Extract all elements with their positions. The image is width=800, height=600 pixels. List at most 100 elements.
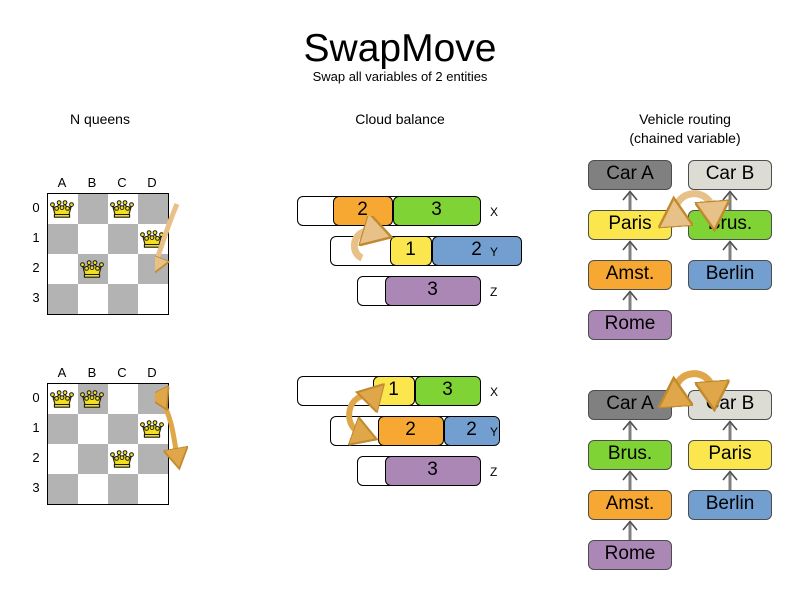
section-title-nqueens: N queens xyxy=(70,111,130,127)
vrp-node-brus-after[interactable]: Brus. xyxy=(588,440,672,470)
chess-cell-D2[interactable] xyxy=(138,254,168,284)
vrp-node-paris-after[interactable]: Paris xyxy=(688,440,772,470)
chess-cell-C2[interactable] xyxy=(108,444,138,474)
chess-cell-A1[interactable] xyxy=(48,224,78,254)
chess-cell-D1[interactable] xyxy=(138,224,168,254)
chess-cell-B2[interactable] xyxy=(78,254,108,284)
file-label-B: B xyxy=(87,365,97,380)
vrp-node-carb-after[interactable]: Car B xyxy=(688,390,772,420)
chess-cell-A1[interactable] xyxy=(48,414,78,444)
chess-cell-A0[interactable] xyxy=(48,384,78,414)
swap-arrow-queens-after xyxy=(155,382,265,492)
rank-label-1: 1 xyxy=(32,420,40,435)
cloud-computer-z-before[interactable]: 3 xyxy=(357,276,481,306)
cloud-process-x-2-after[interactable]: 3 xyxy=(414,377,480,405)
chess-cell-C3[interactable] xyxy=(108,284,138,314)
chess-cell-D3[interactable] xyxy=(138,284,168,314)
vrp-node-brus-before[interactable]: Brus. xyxy=(688,210,772,240)
vrp-chain-link-after-a-2 xyxy=(622,520,638,540)
chess-cell-C3[interactable] xyxy=(108,474,138,504)
cloud-process-y-1-before[interactable]: 1 xyxy=(389,237,432,265)
chess-cell-A3[interactable] xyxy=(48,284,78,314)
chess-cell-A0[interactable] xyxy=(48,194,78,224)
chess-cell-A2[interactable] xyxy=(48,444,78,474)
vrp-chain-link-after-a-0 xyxy=(622,420,638,440)
vrp-chain-link-after-a-1 xyxy=(622,470,638,490)
file-label-B: B xyxy=(87,175,97,190)
vrp-node-berlin-after[interactable]: Berlin xyxy=(688,490,772,520)
chess-cell-B0[interactable] xyxy=(78,384,108,414)
cloud-row-label-x-after: X xyxy=(490,385,499,399)
chess-cell-C1[interactable] xyxy=(108,224,138,254)
vrp-chain-link-before-b-1 xyxy=(722,240,738,260)
cloud-process-x-2-before[interactable]: 3 xyxy=(392,197,480,225)
chess-grid xyxy=(47,383,169,505)
cloud-process-y-1-after[interactable]: 2 xyxy=(377,417,444,445)
file-label-D: D xyxy=(147,365,157,380)
rank-label-3: 3 xyxy=(32,480,40,495)
chess-cell-D0[interactable] xyxy=(138,384,168,414)
page-title: SwapMove xyxy=(303,27,497,70)
vrp-node-cara-before[interactable]: Car A xyxy=(588,160,672,190)
chess-cell-D0[interactable] xyxy=(138,194,168,224)
vrp-node-berlin-before[interactable]: Berlin xyxy=(688,260,772,290)
cloud-process-x-1-after[interactable]: 1 xyxy=(372,377,415,405)
vrp-node-rome-before[interactable]: Rome xyxy=(588,310,672,340)
file-label-C: C xyxy=(117,365,127,380)
vrp-chain-link-before-a-1 xyxy=(622,240,638,260)
chess-cell-B1[interactable] xyxy=(78,224,108,254)
rank-label-2: 2 xyxy=(32,260,40,275)
rank-label-3: 3 xyxy=(32,290,40,305)
vrp-chain-link-before-a-0 xyxy=(622,190,638,210)
cloud-process-y-2-after[interactable]: 2 xyxy=(443,417,499,445)
vrp-node-carb-before[interactable]: Car B xyxy=(688,160,772,190)
chess-cell-C0[interactable] xyxy=(108,384,138,414)
file-label-A: A xyxy=(57,365,67,380)
cloud-row-label-z-after: Z xyxy=(490,465,498,479)
page-subtitle: Swap all variables of 2 entities xyxy=(312,69,488,84)
vrp-node-cara-after[interactable]: Car A xyxy=(588,390,672,420)
cloud-row-label-y-before: Y xyxy=(490,245,499,259)
chess-cell-B3[interactable] xyxy=(78,284,108,314)
chess-cell-A3[interactable] xyxy=(48,474,78,504)
swap-arrow-queens-before xyxy=(155,203,180,302)
vrp-title-line2: (chained variable) xyxy=(629,130,741,146)
file-label-A: A xyxy=(57,175,67,190)
vrp-node-amst-before[interactable]: Amst. xyxy=(588,260,672,290)
chess-cell-D3[interactable] xyxy=(138,474,168,504)
vrp-chain-link-before-a-2 xyxy=(622,290,638,310)
file-label-D: D xyxy=(147,175,157,190)
chess-cell-B1[interactable] xyxy=(78,414,108,444)
chess-cell-D2[interactable] xyxy=(138,444,168,474)
vrp-node-rome-after[interactable]: Rome xyxy=(588,540,672,570)
cloud-row-label-y-after: Y xyxy=(490,425,499,439)
vrp-chain-link-after-b-0 xyxy=(722,420,738,440)
vrp-node-paris-before[interactable]: Paris xyxy=(588,210,672,240)
cloud-process-z-1-before[interactable]: 3 xyxy=(384,277,480,305)
chess-cell-B3[interactable] xyxy=(78,474,108,504)
vrp-node-amst-after[interactable]: Amst. xyxy=(588,490,672,520)
rank-label-0: 0 xyxy=(32,390,40,405)
vrp-title-line1: Vehicle routing xyxy=(639,111,731,127)
chess-cell-C1[interactable] xyxy=(108,414,138,444)
chess-grid xyxy=(47,193,169,315)
rank-label-1: 1 xyxy=(32,230,40,245)
cloud-process-x-1-before[interactable]: 2 xyxy=(332,197,393,225)
chess-cell-B0[interactable] xyxy=(78,194,108,224)
chess-cell-C0[interactable] xyxy=(108,194,138,224)
chess-cell-D1[interactable] xyxy=(138,414,168,444)
cloud-process-y-2-before[interactable]: 2 xyxy=(431,237,521,265)
vrp-chain-link-after-b-1 xyxy=(722,470,738,490)
chess-cell-B2[interactable] xyxy=(78,444,108,474)
section-title-vehicle-routing: Vehicle routing (chained variable) xyxy=(590,110,780,148)
file-label-C: C xyxy=(117,175,127,190)
chess-cell-A2[interactable] xyxy=(48,254,78,284)
cloud-computer-z-after[interactable]: 3 xyxy=(357,456,481,486)
cloud-process-z-1-after[interactable]: 3 xyxy=(384,457,480,485)
chess-cell-C2[interactable] xyxy=(108,254,138,284)
vrp-chain-link-before-b-0 xyxy=(722,190,738,210)
